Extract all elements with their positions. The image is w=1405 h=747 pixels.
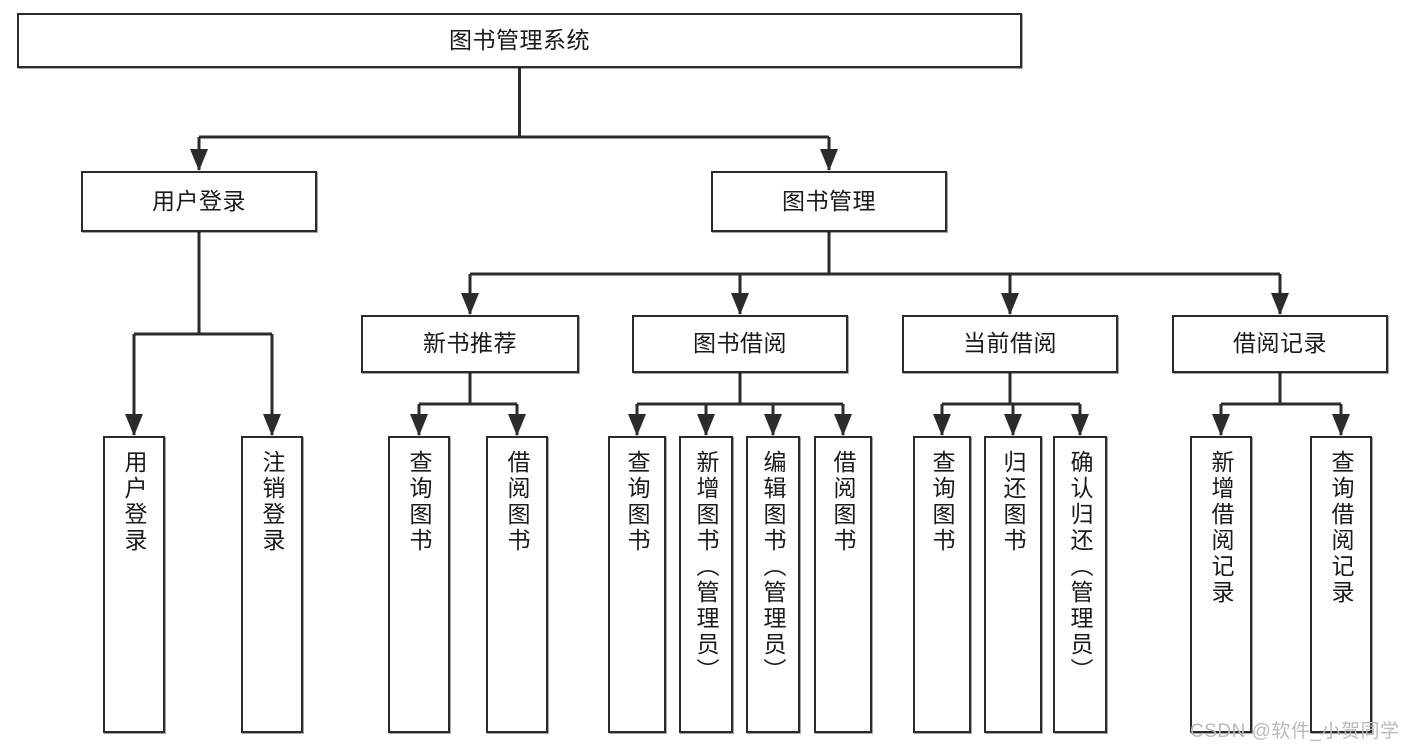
node-l-add[interactable]: 新增图书（管理员） — [679, 436, 733, 733]
node-newbook[interactable]: 新书推荐 — [361, 315, 579, 373]
node-label: 用户登录 — [121, 450, 148, 554]
node-label: 借阅图书 — [504, 450, 531, 554]
arrow-head-records-to-leaves — [1332, 414, 1350, 436]
node-label: 新增图书（管理员） — [693, 450, 720, 684]
node-l-q3[interactable]: 查询图书 — [913, 436, 971, 733]
node-current[interactable]: 当前借阅 — [902, 315, 1118, 373]
node-label: 图书管理 — [782, 187, 876, 214]
arrow-head-bookmgmt-to-level2 — [1271, 293, 1289, 315]
node-label: 图书借阅 — [693, 330, 787, 357]
arrow-head-current-to-leaves — [1071, 414, 1089, 436]
arrow-head-borrow-to-leaves — [628, 414, 646, 436]
arrow-head-current-to-leaves — [1004, 414, 1022, 436]
node-label: 确认归还（管理员） — [1067, 450, 1094, 684]
node-label: 注销登录 — [259, 450, 286, 554]
arrow-head-borrow-to-leaves — [697, 414, 715, 436]
arrow-head-login-to-leaves — [263, 414, 281, 436]
node-label: 查询图书 — [406, 450, 433, 554]
node-l-edit[interactable]: 编辑图书（管理员） — [746, 436, 800, 733]
node-bookmgmt[interactable]: 图书管理 — [711, 171, 947, 232]
arrow-head-bookmgmt-to-level2 — [731, 293, 749, 315]
node-label: 查询借阅记录 — [1328, 450, 1355, 606]
node-borrow[interactable]: 图书借阅 — [632, 315, 848, 373]
arrow-head-login-to-leaves — [125, 414, 143, 436]
node-label: 借阅记录 — [1233, 330, 1327, 357]
node-l-userlogin[interactable]: 用户登录 — [103, 436, 165, 733]
node-l-qrec[interactable]: 查询借阅记录 — [1310, 436, 1372, 733]
node-label: 查询图书 — [624, 450, 651, 554]
arrow-head-root-to-level1 — [820, 149, 838, 171]
node-label: 当前借阅 — [963, 330, 1057, 357]
node-l-b2[interactable]: 借阅图书 — [814, 436, 872, 733]
node-label: 编辑图书（管理员） — [760, 450, 787, 684]
node-l-q2[interactable]: 查询图书 — [608, 436, 666, 733]
node-label: 查询图书 — [929, 450, 956, 554]
node-l-confirm[interactable]: 确认归还（管理员） — [1053, 436, 1107, 733]
node-l-q1[interactable]: 查询图书 — [388, 436, 450, 733]
node-label: 借阅图书 — [830, 450, 857, 554]
arrow-head-borrow-to-leaves — [834, 414, 852, 436]
arrow-head-records-to-leaves — [1212, 414, 1230, 436]
node-l-logout[interactable]: 注销登录 — [241, 436, 303, 733]
arrow-head-borrow-to-leaves — [764, 414, 782, 436]
arrow-head-bookmgmt-to-level2 — [1001, 293, 1019, 315]
node-l-b1[interactable]: 借阅图书 — [486, 436, 548, 733]
node-label: 新书推荐 — [423, 330, 517, 357]
node-root[interactable]: 图书管理系统 — [17, 13, 1022, 68]
arrow-head-current-to-leaves — [933, 414, 951, 436]
arrow-head-newbook-to-leaves — [410, 414, 428, 436]
node-records[interactable]: 借阅记录 — [1172, 315, 1388, 373]
arrow-head-root-to-level1 — [190, 149, 208, 171]
node-label: 图书管理系统 — [449, 26, 590, 53]
node-l-return[interactable]: 归还图书 — [984, 436, 1042, 733]
watermark: CSDN @软件_小贺同学 — [1190, 721, 1400, 742]
node-label: 新增借阅记录 — [1208, 450, 1235, 606]
node-label: 用户登录 — [152, 187, 246, 214]
arrow-head-bookmgmt-to-level2 — [461, 293, 479, 315]
node-label: 归还图书 — [1000, 450, 1027, 554]
node-login[interactable]: 用户登录 — [81, 171, 317, 232]
node-l-addrec[interactable]: 新增借阅记录 — [1190, 436, 1252, 733]
arrow-head-newbook-to-leaves — [508, 414, 526, 436]
